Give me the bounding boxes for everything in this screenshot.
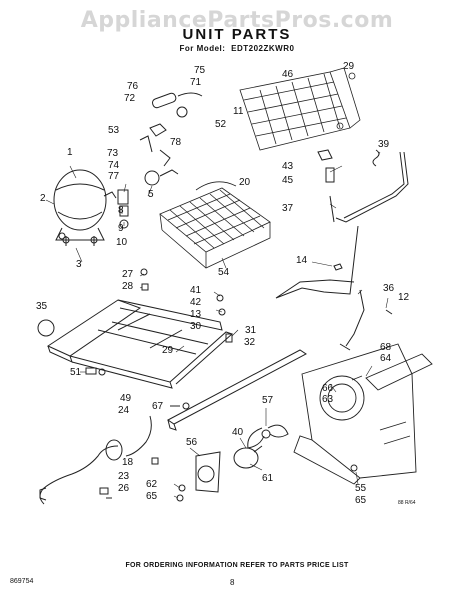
callout-76: 76 (127, 81, 139, 92)
callout-46: 46 (282, 69, 294, 80)
machine-compartment (293, 343, 433, 485)
compressor (53, 169, 117, 246)
callout-28: 28 (122, 281, 134, 292)
callout-75: 75 (194, 65, 206, 76)
callout-35: 35 (36, 301, 48, 312)
callout-3: 3 (76, 259, 82, 270)
page-number: 8 (230, 578, 235, 587)
document-id: 869754 (10, 578, 34, 585)
callout-40: 40 (232, 427, 244, 438)
callout-41: 41 (190, 285, 202, 296)
art-code: 88 R/64 (398, 500, 416, 506)
callout-30: 30 (190, 321, 202, 332)
model-number: EDT202ZKWR0 (231, 44, 295, 53)
callout-61: 61 (262, 473, 274, 484)
callout-43: 43 (282, 161, 294, 172)
callout-10: 10 (116, 237, 128, 248)
callout-9: 9 (118, 223, 124, 234)
leader-lines (45, 151, 389, 499)
callout-65-base: 65 (355, 495, 367, 506)
callout-11: 11 (233, 106, 244, 117)
callout-67: 67 (152, 401, 164, 412)
callout-1: 1 (67, 147, 73, 158)
callout-5: 5 (148, 189, 154, 200)
relay-assembly (117, 123, 179, 229)
mounting-rail (167, 349, 307, 431)
callout-29-base: 29 (162, 345, 174, 356)
callout-42: 42 (190, 297, 202, 308)
callout-53: 53 (108, 125, 120, 136)
callout-68: 68 (380, 342, 392, 353)
callout-49: 49 (120, 393, 132, 404)
callout-55: 55 (355, 483, 367, 494)
callout-65-fan: 65 (146, 491, 158, 502)
callout-74: 74 (108, 160, 120, 171)
diagram-title: UNIT PARTS (182, 26, 292, 43)
model-line: For Model: EDT202ZKWR0 (0, 44, 474, 53)
callout-37: 37 (282, 203, 294, 214)
callout-32: 32 (244, 337, 256, 348)
callout-23: 23 (118, 471, 130, 482)
watermark: AppliancePartsPros.com (80, 8, 394, 33)
callout-54: 54 (218, 267, 230, 278)
callout-71: 71 (190, 77, 202, 88)
drain-tube (329, 151, 409, 223)
compressor-base (37, 299, 233, 389)
callout-26: 26 (118, 483, 130, 494)
callout-64: 64 (380, 353, 392, 364)
callout-56: 56 (186, 437, 198, 448)
callout-72: 72 (124, 93, 136, 104)
callout-27: 27 (122, 269, 134, 280)
callout-39: 39 (378, 139, 390, 150)
callout-8: 8 (118, 205, 124, 216)
drain-parts (317, 149, 380, 183)
callout-57: 57 (262, 395, 274, 406)
callout-31: 31 (245, 325, 257, 336)
callout-66: 66 (322, 383, 334, 394)
callout-18: 18 (122, 457, 134, 468)
callout-20: 20 (239, 177, 251, 188)
callout-14: 14 (296, 255, 308, 266)
callout-45: 45 (282, 175, 294, 186)
callout-2: 2 (40, 193, 46, 204)
callout-52: 52 (215, 119, 227, 130)
callout-29-top: 29 (343, 61, 355, 72)
condenser (239, 67, 361, 151)
evaporator (159, 181, 271, 269)
callout-13: 13 (190, 309, 202, 320)
model-label: For Model: (179, 44, 226, 53)
callout-63: 63 (322, 394, 334, 405)
callout-36: 36 (383, 283, 395, 294)
ordering-note: FOR ORDERING INFORMATION REFER TO PARTS … (125, 562, 349, 569)
callout-78: 78 (170, 137, 182, 148)
heater-tube (275, 225, 365, 351)
wiring-harness (39, 415, 159, 505)
callout-77: 77 (108, 171, 120, 182)
callout-73: 73 (107, 148, 119, 159)
callout-62: 62 (146, 479, 158, 490)
callout-12: 12 (398, 292, 410, 303)
callout-24: 24 (118, 405, 130, 416)
drier (151, 92, 203, 118)
callout-51: 51 (70, 367, 82, 378)
